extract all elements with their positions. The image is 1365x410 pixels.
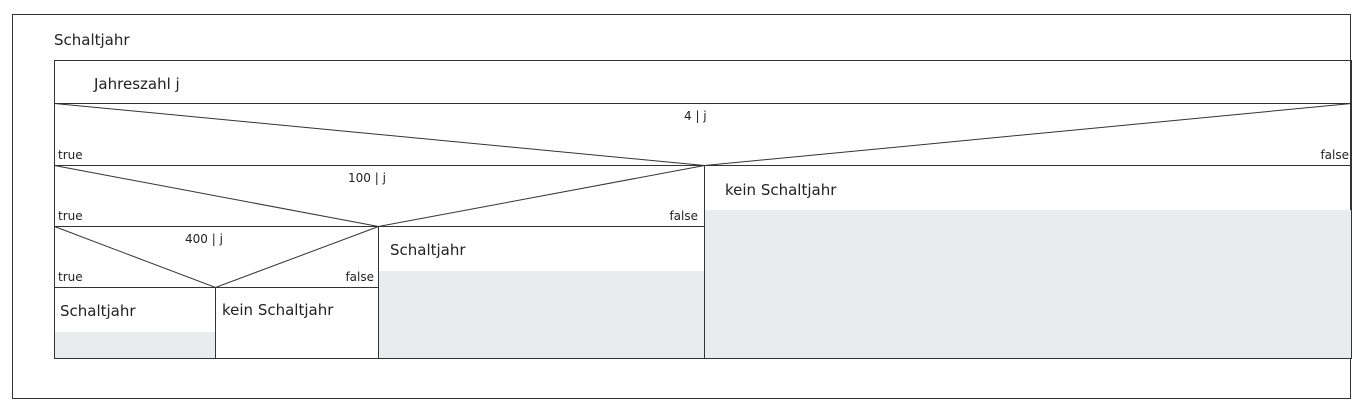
decision-3-true-branch-text: Schaltjahr [60, 302, 136, 320]
decision-2-true-label: true [58, 209, 83, 223]
structogram-body [54, 60, 1352, 359]
input-block-text: Jahreszahl j [94, 75, 180, 93]
decision-2-false-label: false [669, 209, 698, 223]
program-title: Schaltjahr [54, 31, 130, 49]
decision-3-false-branch-text: kein Schaltjahr [222, 301, 334, 319]
decision-3-false-label: false [345, 270, 374, 284]
empty-area-schaltjahr-400 [55, 332, 215, 358]
decision-3-true-label: true [58, 270, 83, 284]
decision-1-condition: 4 | j [684, 109, 707, 123]
decision-1-false-label: false [1320, 148, 1349, 162]
decision-2-condition: 100 | j [348, 171, 386, 185]
empty-area-schaltjahr-100 [379, 271, 704, 358]
decision-1-false-branch-text: kein Schaltjahr [725, 181, 837, 199]
decision-3-condition: 400 | j [185, 232, 223, 246]
decision-2-false-branch-text: Schaltjahr [390, 241, 466, 259]
decision-3-triangle [54, 226, 379, 289]
decision-1-true-label: true [58, 148, 83, 162]
empty-area-kein-schaltjahr-4 [705, 210, 1351, 358]
